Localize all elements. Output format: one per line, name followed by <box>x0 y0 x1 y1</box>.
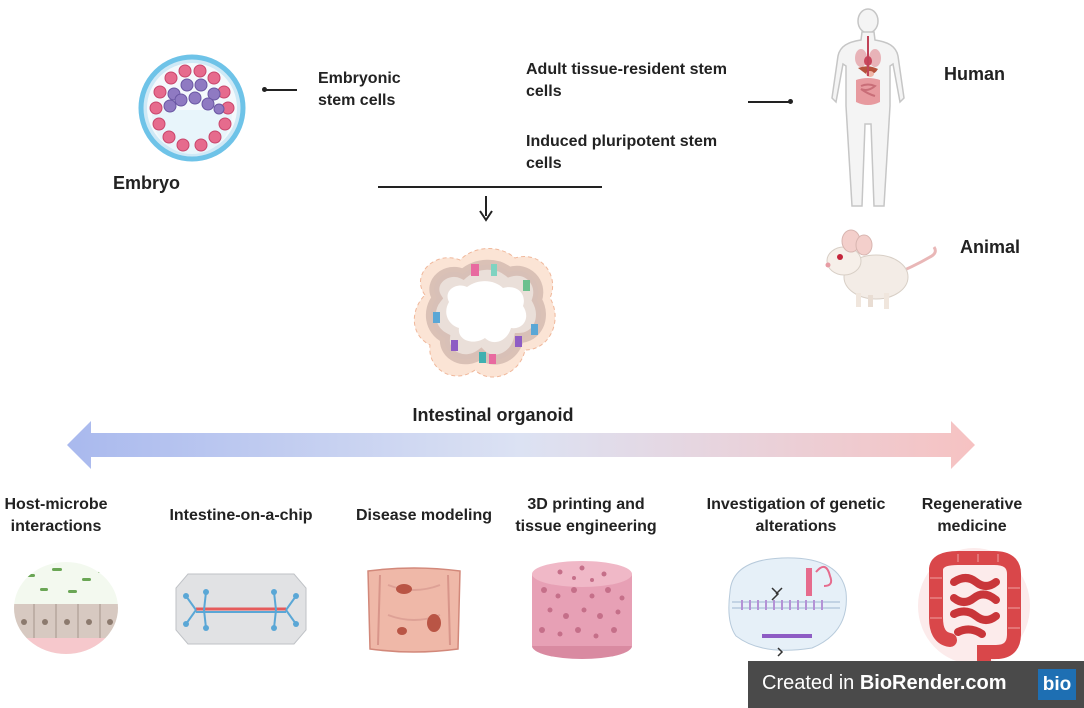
genetic-alteration-illustration <box>728 557 847 657</box>
down-arrow-icon <box>479 196 493 222</box>
credit-prefix: Created in <box>762 672 860 694</box>
biorender-logo-badge: bio <box>1038 669 1076 700</box>
application-label-3d-printing: 3D printing and tissue engineering <box>515 496 657 535</box>
biorender-credit-bar[interactable]: Created in BioRender.com bio <box>748 661 1084 708</box>
animal-label: Animal <box>960 237 1021 257</box>
organoid-label: Intestinal organoid <box>412 405 574 425</box>
human-body-icon <box>831 8 905 207</box>
credit-text: Created in BioRender.com <box>762 672 1007 695</box>
mouse-icon <box>825 229 937 309</box>
application-label-intestine-chip: Intestine-on-a-chip <box>169 507 313 524</box>
3d-printed-scaffold-illustration <box>532 561 632 659</box>
human-connector-line <box>748 101 790 103</box>
application-label-disease-modeling: Disease modeling <box>355 507 493 524</box>
credit-brand: BioRender.com <box>859 672 1007 694</box>
disease-modeling-illustration <box>367 567 461 653</box>
regenerative-intestine-illustration <box>918 548 1030 667</box>
embryonic-stem-cells-label: Embryonic stem cells <box>318 70 401 109</box>
embryo-label: Embryo <box>113 173 181 193</box>
application-label-regenerative: Regenerative medicine <box>921 496 1023 535</box>
embryonic-connector-line <box>265 89 297 91</box>
embryonic-connector-dot <box>262 87 267 92</box>
applications-double-arrow <box>67 421 975 469</box>
application-label-host-microbe: Host-microbe interactions <box>4 496 108 535</box>
host-microbe-illustration <box>14 562 118 654</box>
intestinal-organoid-illustration <box>413 248 556 378</box>
intestine-on-chip-illustration <box>175 573 307 645</box>
application-label-genetic: Investigation of genetic alterations <box>706 496 886 535</box>
human-label: Human <box>944 64 1006 84</box>
human-connector-dot <box>788 99 793 104</box>
ipsc-label: Induced pluripotent stem cells <box>526 133 718 172</box>
adult-stem-cells-label: Adult tissue-resident stem cells <box>526 61 727 100</box>
convergence-line <box>378 186 602 188</box>
embryo-illustration <box>138 54 246 162</box>
